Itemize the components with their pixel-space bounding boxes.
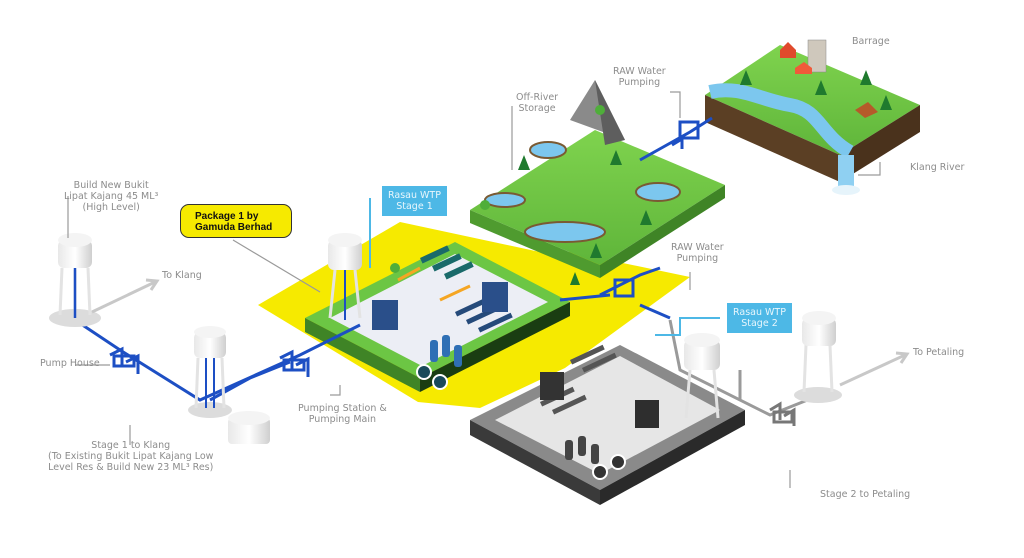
label-to-klang: To Klang	[162, 270, 202, 281]
water-tower-plant	[328, 233, 362, 320]
building-icon	[807, 39, 827, 73]
pumping-station	[279, 349, 310, 377]
raw-water-pumping-mid	[599, 266, 671, 320]
label-line: Pumping Station &	[298, 403, 387, 414]
callout-line: Stage 1	[396, 201, 433, 212]
label-off-river-storage: Off-River Storage	[516, 92, 558, 114]
label-line: RAW Water	[613, 66, 666, 77]
callout-line: Rasau WTP	[733, 307, 786, 318]
leader-lines-blue	[369, 198, 720, 336]
barrage-block	[705, 39, 920, 195]
label-line: Level Res & Build New 23 ML³ Res)	[48, 462, 214, 473]
arrow-to-petaling	[839, 351, 910, 387]
rasau-wtp-stage2-plant	[470, 344, 745, 505]
label-klang-river: Klang River	[910, 162, 965, 173]
water-tower-stage2-b	[794, 311, 842, 403]
label-build-new-bukit: Build New Bukit Lipat Kajang 45 ML³ (Hig…	[64, 180, 158, 213]
label-line: Pumping	[676, 253, 719, 264]
raw-water-pumping-top	[639, 116, 713, 162]
off-river-storage-block	[470, 80, 725, 278]
label-line: Storage	[518, 103, 556, 114]
label-line: Build New Bukit	[73, 180, 149, 191]
pump-house	[109, 346, 140, 374]
label-pumping-station: Pumping Station & Pumping Main	[298, 403, 387, 425]
callout-line: Rasau WTP	[388, 190, 441, 201]
stage2-pump	[769, 401, 796, 426]
label-line: Lipat Kajang 45 ML³	[64, 191, 159, 202]
ground-reservoir	[228, 411, 270, 444]
label-pump-house: Pump House	[40, 358, 100, 369]
label-line: RAW Water	[671, 242, 724, 253]
callout-line: Gamuda Berhad	[195, 222, 273, 233]
label-line: Stage 1 to Klang	[91, 440, 171, 451]
label-raw-water-pumping-top: RAW Water Pumping	[613, 66, 666, 88]
label-stage2-to-petaling: Stage 2 to Petaling	[820, 489, 911, 500]
label-to-petaling: To Petaling	[913, 347, 965, 358]
callout-line: Package 1 by	[195, 211, 259, 222]
label-line: Pumping Main	[308, 414, 377, 425]
label-barrage: Barrage	[852, 36, 890, 47]
house-icon	[780, 42, 796, 58]
label-line: (To Existing Bukit Lipat Kajang Low	[48, 451, 214, 462]
rasau-stage2-callout: Rasau WTP Stage 2	[727, 303, 792, 333]
label-raw-water-pumping-mid: RAW Water Pumping	[671, 242, 724, 264]
arrow-to-klang	[91, 278, 160, 314]
water-tower-stage2-a	[684, 333, 720, 419]
leader-lines	[67, 91, 881, 488]
water-tower-high-level	[49, 233, 101, 327]
label-line: Pumping	[618, 77, 661, 88]
label-stage1-to-klang: Stage 1 to Klang (To Existing Bukit Lipa…	[48, 440, 213, 473]
label-line: Off-River	[516, 92, 559, 103]
water-tower-stage1	[188, 326, 232, 418]
rasau-wtp-stage1-plant	[305, 242, 580, 392]
label-line: (High Level)	[82, 202, 140, 213]
rasau-stage1-callout: Rasau WTP Stage 1	[382, 186, 447, 216]
callout-line: Stage 2	[741, 318, 778, 329]
package1-callout: Package 1 by Gamuda Berhad	[180, 204, 292, 238]
pipeline-stage2	[668, 319, 821, 417]
